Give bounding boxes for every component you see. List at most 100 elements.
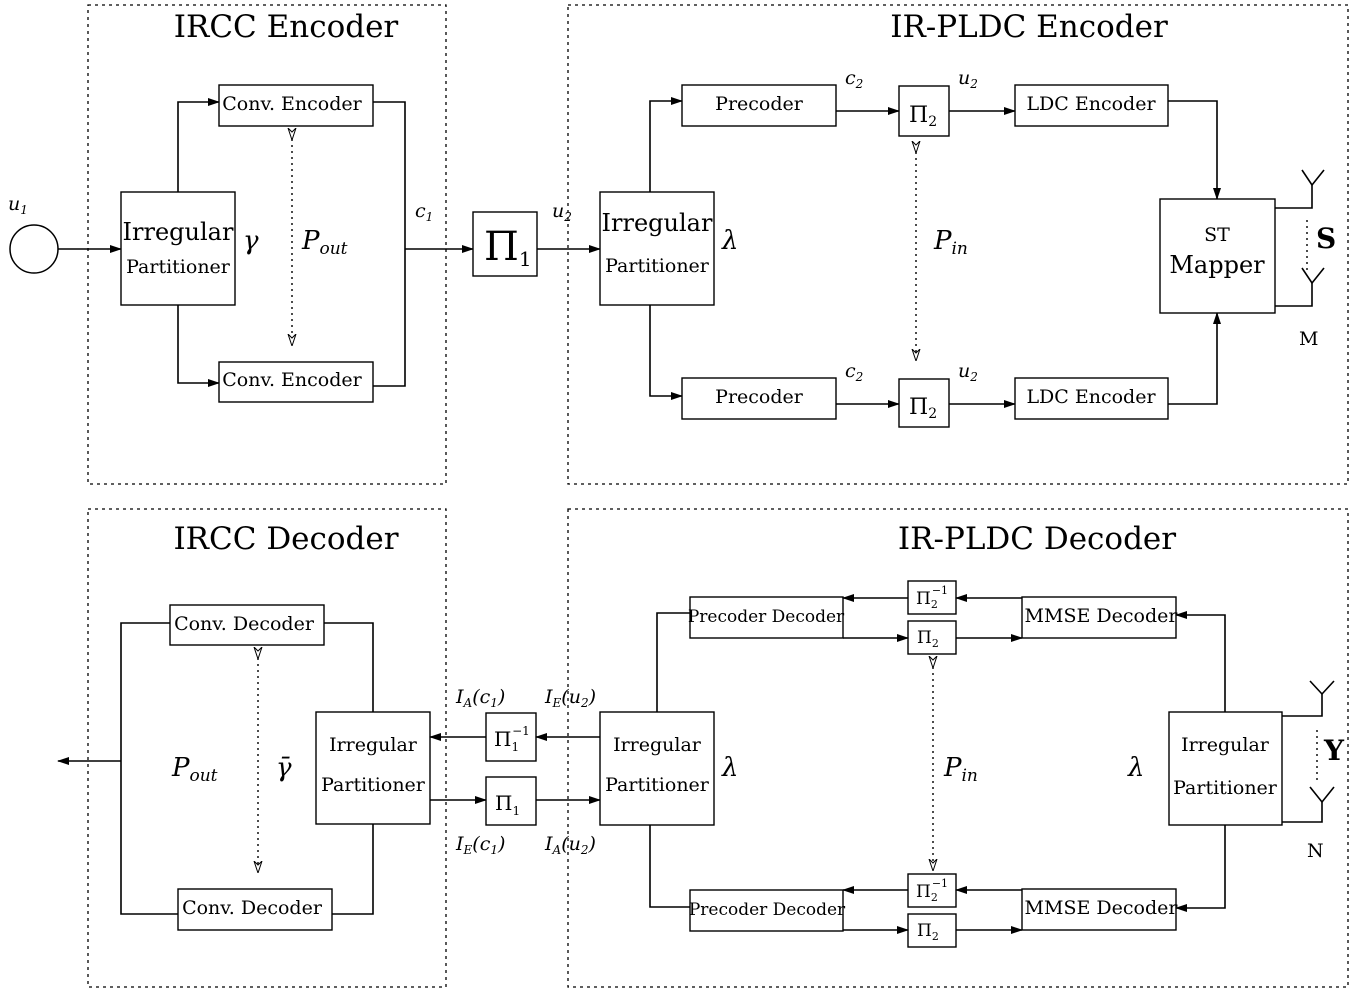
label-c2-bottom: c2 — [845, 360, 863, 384]
pout-label-dec: Pout — [171, 753, 218, 786]
label-ie-c1: IE(c1) — [455, 833, 505, 857]
deinterleaver-pi2-inv-bottom — [907, 873, 957, 908]
pi1-dec-label: Π1 — [495, 791, 520, 818]
irregular-partitioner-enc — [120, 191, 236, 306]
gamma-label: γ — [243, 226, 259, 256]
precoder-top-label: Precoder — [715, 93, 804, 115]
ircc-encoder-region — [87, 4, 447, 485]
wire-to-precoder-top — [649, 97, 683, 192]
irregular-label: Irregular — [329, 734, 418, 756]
ldc-encoder-bottom-label: LDC Encoder — [1026, 386, 1156, 408]
wire-partitioner-to-prec-dec-bottom — [649, 825, 690, 908]
label-M: M — [1299, 328, 1318, 350]
st-label: ST — [1204, 224, 1230, 246]
tx-antenna-array — [1275, 169, 1325, 307]
pi2-inv-label: Π2−1 — [916, 877, 948, 904]
gamma-bar-label: γ̄ — [276, 753, 292, 783]
precoder-decoder-bottom — [689, 889, 844, 932]
deinterleaver-pi1-inv — [485, 712, 537, 762]
wire-partitioner-to-prec-dec-top — [656, 612, 690, 712]
label-N: N — [1307, 840, 1324, 862]
label-S: S — [1316, 222, 1336, 255]
deinterleaver-pi2-inv-top — [907, 580, 957, 615]
irregular-label: Irregular — [1181, 734, 1270, 756]
irregular-label: Irregular — [613, 734, 702, 756]
precoder-top — [681, 84, 837, 127]
irregular-partitioner-rx — [1168, 711, 1283, 826]
ldc-encoder-top-label: LDC Encoder — [1026, 93, 1156, 115]
irregular-label: Irregular — [123, 218, 234, 246]
source-node — [9, 224, 59, 274]
irpldc-decoder-region — [567, 508, 1349, 988]
label-u3-top: u2 — [958, 67, 978, 91]
ircc-encoder-title: IRCC Encoder — [174, 9, 399, 45]
irregular-partitioner-pldc-dec — [599, 711, 715, 826]
conv-decoder-bottom — [177, 888, 333, 931]
wire-conv-dec-bottom-right — [332, 824, 374, 915]
irregular-label: Irregular — [602, 209, 713, 237]
mmse-decoder-top-label: MMSE Decoder — [1025, 605, 1179, 627]
precoder-decoder-top-label: Precoder Decoder — [688, 607, 845, 627]
ircc-decoder-region — [87, 508, 447, 988]
precoder-bottom-label: Precoder — [715, 386, 804, 408]
partitioner-label: Partitioner — [1173, 777, 1278, 799]
st-mapper — [1159, 198, 1276, 314]
wire-partitioner-to-conv-enc-bottom — [177, 305, 220, 387]
pin-label-enc: Pin — [933, 226, 968, 259]
conv-decoder-top-label: Conv. Decoder — [174, 613, 315, 635]
rx-antenna-array — [1282, 680, 1335, 823]
pi2-label: Π2 — [909, 395, 937, 422]
label-Y: Y — [1323, 734, 1345, 767]
irregular-partitioner-pldc-enc — [599, 191, 715, 306]
pi2-inv-label: Π2−1 — [916, 584, 948, 611]
precoder-decoder-bottom-label: Precoder Decoder — [689, 900, 846, 920]
wire-ldc-top-to-mapper — [1168, 100, 1221, 200]
interleaver-pi2-enc-top — [898, 85, 950, 137]
interleaver-pi1-enc — [472, 211, 538, 277]
wire-to-precoder-bottom — [649, 305, 683, 400]
irpldc-decoder-title: IR-PLDC Decoder — [898, 521, 1176, 557]
wire-conv-enc-top-out — [373, 101, 406, 249]
label-u1: u1 — [8, 193, 28, 217]
label-c1: c1 — [415, 200, 433, 224]
wire-rx-partitioner-to-mmse-top — [1175, 611, 1226, 712]
lambda-label-enc: λ — [721, 226, 738, 256]
conv-encoder-bottom-label: Conv. Encoder — [222, 369, 362, 391]
irregular-partitioner-ircc-dec — [315, 711, 431, 825]
conv-encoder-top-label: Conv. Encoder — [222, 93, 362, 115]
wire-rx-partitioner-to-mmse-bottom — [1175, 825, 1226, 912]
wire-partitioner-to-conv-enc-top — [177, 98, 220, 192]
mapper-label: Mapper — [1169, 251, 1265, 279]
label-u2: u2 — [552, 200, 572, 224]
label-c2-top: c2 — [845, 67, 863, 91]
wire-conv-dec-top-left — [120, 622, 178, 915]
ldc-encoder-top — [1014, 84, 1169, 127]
pi2-label: Π2 — [917, 921, 939, 943]
interleaver-pi1-dec — [485, 776, 537, 826]
wire-ldc-bottom-to-mapper — [1168, 312, 1221, 405]
wire-conv-enc-bottom-out — [373, 249, 406, 387]
wire-conv-dec-top-right — [324, 622, 374, 712]
pi2-label: Π2 — [909, 103, 937, 130]
partitioner-label: Partitioner — [605, 774, 710, 796]
pin-label-dec: Pin — [943, 753, 978, 786]
pi2-label: Π2 — [917, 628, 939, 650]
label-ia-u2: IA(u2) — [544, 833, 596, 857]
ldc-encoder-bottom — [1014, 377, 1169, 420]
partitioner-label: Partitioner — [126, 256, 231, 278]
lambda-label-dec-right: λ — [1127, 753, 1144, 783]
pi1-enc-label: Π1 — [484, 224, 532, 271]
label-u3-bottom: u2 — [958, 360, 978, 384]
irpldc-encoder-title: IR-PLDC Encoder — [890, 9, 1168, 45]
conv-decoder-bottom-label: Conv. Decoder — [182, 897, 323, 919]
mmse-decoder-bottom — [1021, 888, 1177, 931]
partitioner-label: Partitioner — [321, 774, 426, 796]
label-ie-u2: IE(u2) — [544, 686, 596, 710]
conv-encoder-top — [218, 84, 374, 127]
precoder-bottom — [681, 377, 837, 420]
interleaver-pi2-enc-bottom — [898, 378, 950, 428]
label-ia-c1: IA(c1) — [455, 686, 505, 710]
conv-decoder-top — [169, 604, 325, 646]
pout-label-enc: Pout — [301, 226, 348, 259]
